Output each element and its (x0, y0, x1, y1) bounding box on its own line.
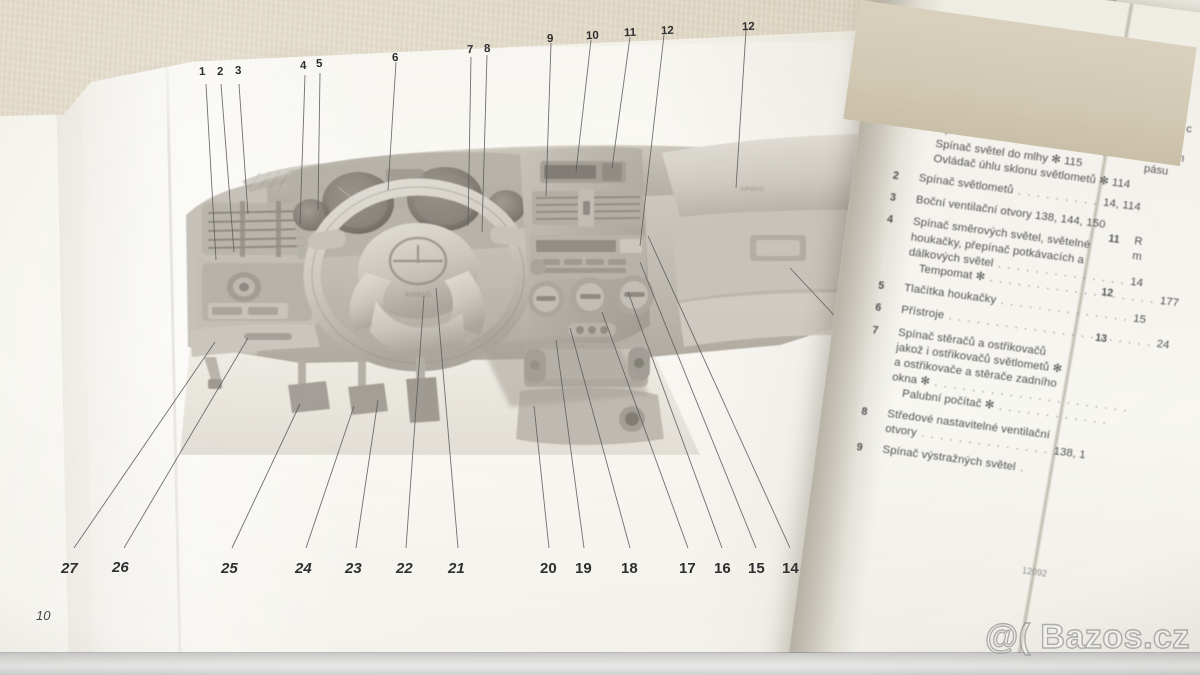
callout-25: 25 (221, 560, 238, 577)
callout-3: 3 (234, 64, 242, 78)
callout-10: 10 (585, 29, 600, 43)
callout-18: 18 (621, 560, 638, 577)
callout-16: 16 (714, 560, 731, 577)
callout-20: 20 (540, 560, 557, 577)
callout-14: 14 (782, 560, 799, 577)
legend-page-ref: 138, 1 (1052, 445, 1087, 462)
legend-entry-number: 2 (892, 169, 900, 183)
legend-page-ref: 114 (1107, 175, 1132, 191)
legend-entry-col2: 13 (1094, 330, 1122, 349)
callout-5: 5 (315, 57, 323, 71)
callout-22: 22 (396, 560, 413, 577)
legend-page-ref: 115 (1060, 154, 1084, 170)
table-edge (0, 653, 1200, 675)
legend-page-ref: 177 (1159, 295, 1180, 310)
legend-entry-number: 5 (877, 279, 885, 293)
legend-entry-number: 3 (889, 191, 897, 205)
callout-12b: 12 (741, 20, 756, 34)
callout-15: 15 (748, 560, 765, 577)
callout-12: 12 (660, 24, 675, 38)
callout-24: 24 (295, 560, 312, 577)
callout-8: 8 (483, 42, 491, 56)
callout-27: 27 (61, 560, 78, 577)
callout-9: 9 (546, 32, 554, 46)
watermark-bazos: @( Bazos.cz (984, 617, 1190, 656)
callout-11: 11 (623, 26, 637, 40)
legend-entry-number-col2: 11 (1107, 232, 1121, 247)
legend-page-ref: 24 (1155, 338, 1171, 352)
legend-entry-line-col2: m (1131, 249, 1143, 264)
callout-26: 26 (112, 559, 129, 576)
callout-21: 21 (448, 560, 465, 577)
legend-entry-line-col2: R (1133, 235, 1144, 249)
legend-page-ref: 138, 144, 150 (1030, 209, 1107, 232)
callout-6: 6 (391, 51, 399, 65)
callout-7: 7 (466, 43, 474, 57)
legend-entry-number: 6 (874, 301, 883, 315)
svg-text:AIRBAG: AIRBAG (740, 186, 765, 193)
legend-page-ref: 15 (1132, 312, 1147, 327)
callout-2: 2 (216, 65, 224, 79)
callout-23: 23 (345, 560, 362, 577)
svg-text:AIRBAG: AIRBAG (405, 292, 431, 299)
callout-1: 1 (198, 65, 206, 79)
callout-19: 19 (575, 560, 592, 577)
callout-4: 4 (299, 59, 307, 73)
legend-entry-number-col2: 12 (1100, 286, 1114, 300)
legend-leader-dots: . . . . . . . . . (1012, 184, 1104, 209)
page-number: 10 (36, 608, 51, 623)
legend-page-ref: 14, 114 (1102, 196, 1142, 214)
legend-entry-col2: 12 (1100, 284, 1128, 303)
legend-entry-number: 9 (855, 441, 864, 454)
callout-17: 17 (679, 560, 696, 577)
legend-leader-dots: . (1014, 461, 1026, 475)
legend-page-ref: 14 (1129, 275, 1144, 290)
legend-entry-number-col2: 13 (1094, 331, 1108, 346)
